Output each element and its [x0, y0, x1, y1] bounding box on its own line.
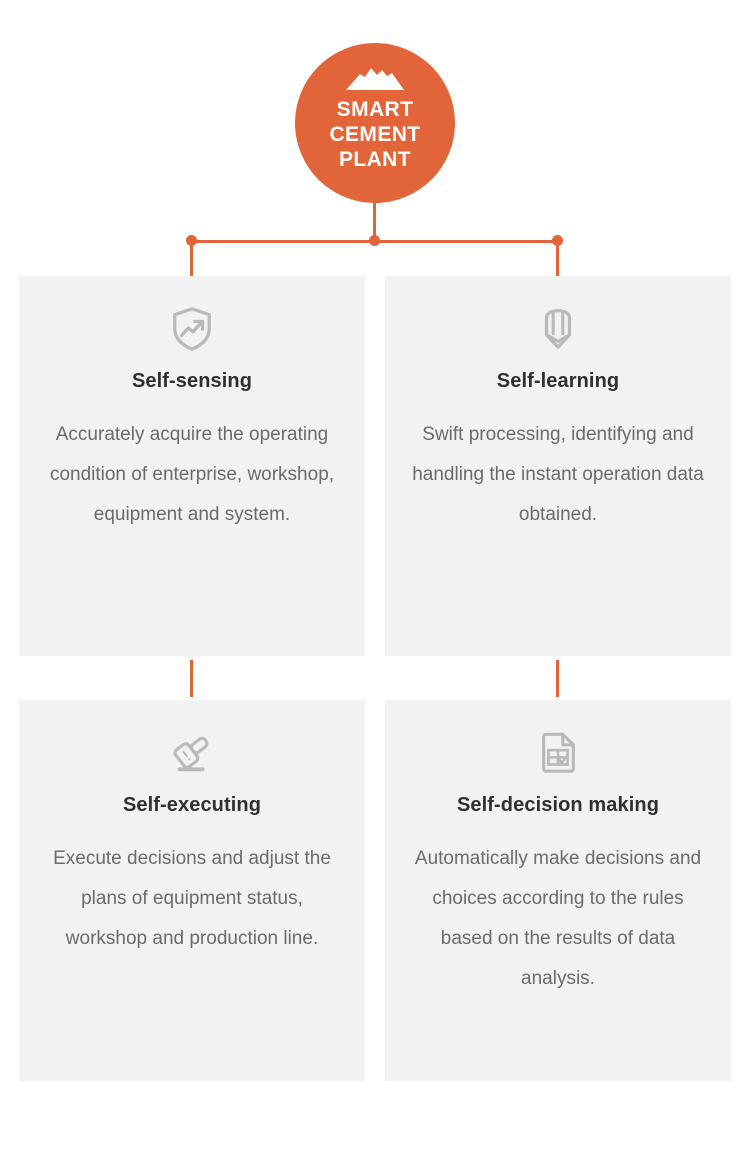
hub-title-line-1: SMART — [336, 98, 414, 121]
card-title: Self-sensing — [131, 370, 253, 392]
connector-to-self-sensing — [190, 246, 193, 277]
connector-to-self-learning — [556, 246, 559, 277]
pencil-icon — [544, 309, 572, 349]
card-title: Self-decision making — [456, 794, 660, 816]
document-table-check-icon — [542, 732, 575, 773]
connector-hub-stem — [373, 203, 376, 241]
connector-to-self-executing — [190, 660, 193, 697]
card-self-sensing[interactable]: Self-sensing Accurately acquire the oper… — [19, 276, 365, 656]
card-body: Execute decisions and adjust the plans o… — [53, 848, 331, 949]
card-title: Self-executing — [122, 794, 262, 816]
mountain-icon — [346, 68, 404, 90]
card-body: Automatically make decisions and choices… — [414, 848, 702, 989]
connector-to-self-decision-making — [556, 660, 559, 697]
smart-cement-plant-hub: SMART CEMENT PLANT — [295, 43, 455, 203]
card-body: Accurately acquire the operating conditi… — [49, 424, 335, 525]
card-self-learning[interactable]: Self-learning Swift processing, identify… — [385, 276, 731, 656]
card-body: Swift processing, identifying and handli… — [412, 424, 704, 525]
shield-trending-up-icon — [173, 307, 211, 351]
card-title: Self-learning — [496, 370, 620, 392]
card-self-decision-making[interactable]: Self-decision making Automatically make … — [385, 700, 731, 1081]
card-self-executing[interactable]: Self-executing Execute decisions and adj… — [19, 700, 365, 1081]
gavel-icon — [173, 736, 209, 772]
connector-dot-right — [552, 235, 563, 246]
hub-title-line-2: CEMENT — [329, 123, 421, 146]
connector-dot-left — [186, 235, 197, 246]
hub-title-line-3: PLANT — [338, 148, 411, 171]
connector-dot-center — [369, 235, 380, 246]
hub-title: SMART CEMENT PLANT — [329, 97, 420, 172]
